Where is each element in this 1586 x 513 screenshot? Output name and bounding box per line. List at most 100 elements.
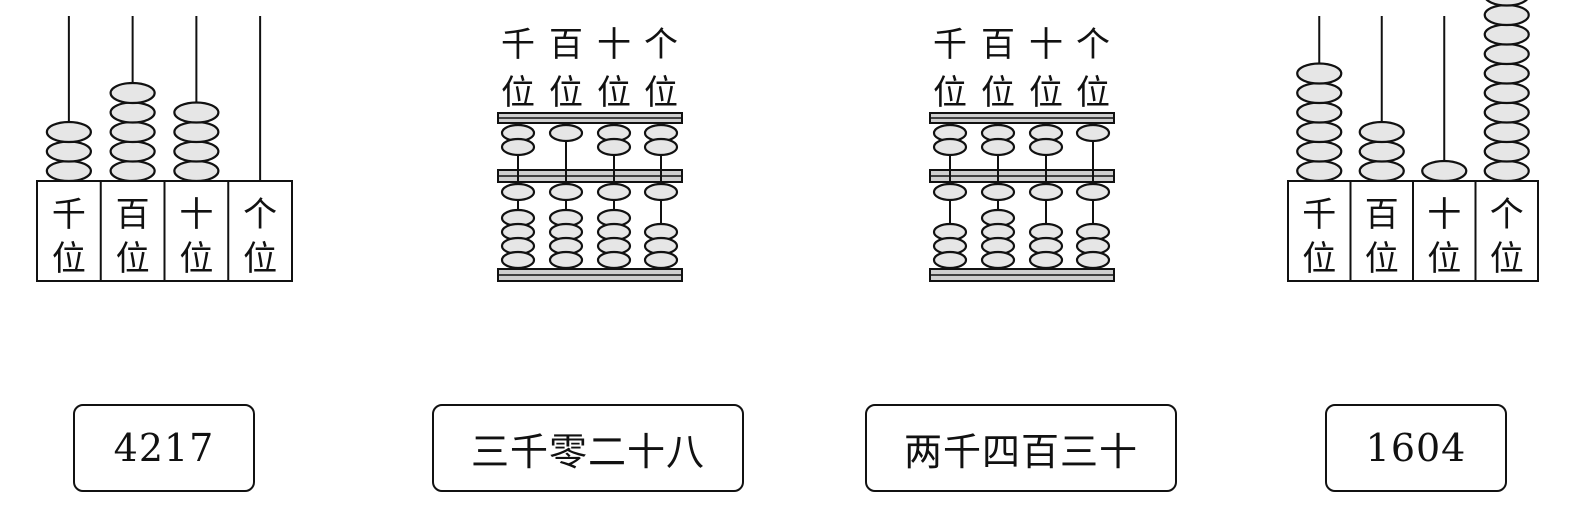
place-label-bottom: 位 [179, 239, 213, 279]
bead [1296, 159, 1343, 183]
lower-bead [1075, 250, 1111, 270]
place-label-bottom: 位 [1490, 239, 1524, 279]
place-label-bottom: 位 [644, 73, 678, 113]
bead [1483, 23, 1530, 46]
bead [109, 120, 156, 144]
bead [1483, 3, 1530, 27]
place-label-bottom: 位 [597, 73, 631, 113]
bead [45, 120, 92, 144]
lower-bead [500, 182, 536, 202]
bead [109, 140, 156, 163]
upper-bead [596, 137, 632, 157]
bead [1483, 42, 1530, 66]
lower-bead [643, 182, 679, 202]
lower-bead [1028, 182, 1064, 202]
place-label-bottom: 位 [243, 239, 277, 279]
answer-box-2430[interactable]: 两千四百三十 [865, 404, 1177, 492]
bead [1296, 120, 1343, 144]
bead [173, 101, 220, 124]
place-label-top: 十 [1427, 195, 1461, 235]
bead [1483, 159, 1530, 183]
bead [1296, 140, 1343, 163]
place-label-top: 个 [1490, 195, 1524, 235]
lower-bead [596, 182, 632, 202]
place-label-top: 千 [933, 25, 967, 65]
place-label-bottom: 位 [981, 73, 1015, 113]
dividers [99, 181, 230, 281]
upper-bead [1028, 137, 1064, 157]
lower-bead [548, 182, 584, 202]
upper-bead [1075, 123, 1111, 143]
bead [1485, 0, 1528, 7]
place-label-top: 个 [644, 25, 678, 65]
bead [1483, 101, 1530, 124]
place-label-top: 百 [116, 195, 150, 235]
place-label-top: 十 [1029, 25, 1063, 65]
bead [1358, 159, 1405, 183]
bead [1296, 62, 1343, 85]
place-label-bottom: 位 [52, 239, 86, 279]
place-label-bottom: 位 [1076, 73, 1110, 113]
answer-text: 三千零二十八 [470, 429, 705, 474]
lower-bead [548, 250, 584, 270]
lower-bead [643, 250, 679, 270]
frame [497, 112, 683, 282]
place-label-top: 百 [1365, 195, 1399, 235]
rods [1318, 16, 1508, 181]
place-label-bottom: 位 [933, 73, 967, 113]
place-label-bottom: 位 [1427, 239, 1461, 279]
bead [1296, 101, 1343, 124]
beads [932, 123, 1111, 270]
beads [1296, 0, 1530, 183]
place-label-top: 千 [501, 25, 535, 65]
frame [929, 112, 1115, 282]
bead [1483, 140, 1530, 163]
bead [1421, 159, 1468, 183]
lower-bead [500, 250, 536, 270]
bead [173, 140, 220, 163]
rods [949, 123, 1094, 269]
bead [1296, 81, 1343, 105]
place-label-top: 个 [1076, 25, 1110, 65]
place-label-top: 百 [981, 25, 1015, 65]
place-label-top: 百 [549, 25, 583, 65]
place-label-bottom: 位 [116, 239, 150, 279]
answer-text: 1604 [1365, 426, 1467, 470]
bead [1483, 62, 1530, 85]
place-label-bottom: 位 [1302, 239, 1336, 279]
place-label-bottom: 位 [1029, 73, 1063, 113]
bead [173, 120, 220, 144]
lower-bead [1028, 250, 1064, 270]
beads [45, 81, 220, 183]
lower-bead [980, 250, 1016, 270]
place-label-top: 千 [1302, 195, 1336, 235]
upper-bead [643, 137, 679, 157]
place-label-bottom: 位 [1365, 239, 1399, 279]
place-label-top: 十 [179, 195, 213, 235]
rods [517, 123, 662, 269]
bead [1483, 81, 1530, 105]
place-label-bottom: 位 [549, 73, 583, 113]
place-label-top: 千 [52, 195, 86, 235]
answer-box-4217[interactable]: 4217 [73, 404, 255, 492]
lower-bead [932, 250, 968, 270]
lower-bead [596, 250, 632, 270]
answer-text: 4217 [113, 426, 215, 470]
answer-box-1604[interactable]: 1604 [1325, 404, 1507, 492]
bead [45, 159, 92, 183]
place-label-top: 十 [597, 25, 631, 65]
answer-box-3028[interactable]: 三千零二十八 [432, 404, 744, 492]
lower-bead [932, 182, 968, 202]
upper-bead [932, 137, 968, 157]
bead [109, 81, 156, 105]
upper-bead [548, 123, 584, 143]
upper-bead [980, 137, 1016, 157]
rods [67, 16, 262, 181]
